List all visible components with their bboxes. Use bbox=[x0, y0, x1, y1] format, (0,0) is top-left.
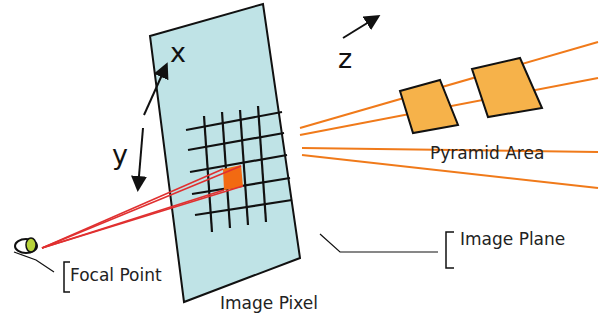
part-label: Image Pixel bbox=[220, 294, 318, 313]
axis-label: y bbox=[112, 140, 128, 170]
pyramid-rays bbox=[300, 42, 598, 188]
part-label: Focal Point bbox=[70, 266, 162, 285]
eye-icon bbox=[14, 238, 54, 272]
pixel-rays bbox=[42, 166, 243, 248]
image-plane bbox=[150, 4, 300, 302]
label-bracket bbox=[446, 232, 454, 268]
pixel-grid bbox=[186, 106, 292, 232]
x-axis-arrow bbox=[144, 66, 166, 115]
pyramid-slice bbox=[472, 58, 542, 117]
axis-label: z bbox=[338, 44, 352, 74]
y-axis-arrow bbox=[138, 128, 143, 188]
axis-label: x bbox=[170, 38, 186, 68]
z-axis-arrow bbox=[343, 17, 377, 38]
pyramid-slice bbox=[400, 80, 458, 133]
part-label: Image Plane bbox=[460, 230, 565, 249]
label-bracket bbox=[64, 262, 70, 292]
part-label: Pyramid Area bbox=[430, 144, 544, 163]
leader-line bbox=[320, 234, 438, 252]
